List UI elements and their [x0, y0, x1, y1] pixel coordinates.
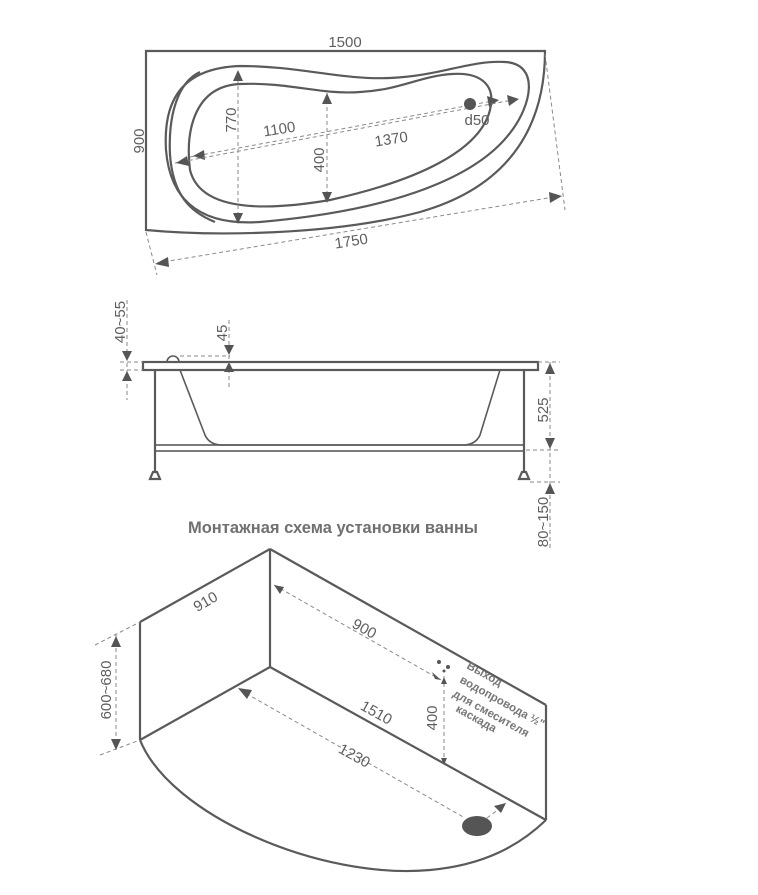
water-outlet-note: Выход водопровода ½" для смесителя каска…: [451, 660, 547, 740]
dim-side-wall: 910: [191, 588, 221, 615]
tub-rim-side: [141, 360, 540, 372]
installation-view: 910 900 400 1510 1230 600~680 Выход водо…: [94, 548, 548, 873]
dim-inner-length-short: 1100: [262, 119, 297, 141]
dim-drain-distance: 1230: [335, 741, 372, 772]
dim-rim-thickness: 40~55: [112, 301, 129, 343]
top-view: 1500 900 770 400 1100 1370 d50 1750: [131, 34, 566, 276]
tub-rim-inner-edge: [168, 70, 216, 224]
tub-outline: [144, 49, 547, 235]
water-outlet-icon: [437, 660, 441, 664]
dim-long-wall: 1510: [357, 698, 394, 729]
dim-inner-length-long: 1370: [373, 129, 409, 151]
dim-outlet-height: 400: [424, 705, 441, 730]
tub-rim: [164, 60, 530, 224]
dim-back-wall-offset: 900: [349, 616, 379, 643]
dim-diagonal: 1750: [333, 231, 369, 253]
dim-width: 1500: [328, 34, 361, 51]
dim-rim-height: 600~680: [98, 661, 115, 720]
dim-leg-height: 80~150: [535, 497, 552, 547]
drain-hole-icon: [464, 98, 476, 110]
tub-front-curve: [138, 739, 547, 873]
tub-body: [179, 369, 501, 446]
left-foot: [148, 470, 162, 481]
dim-depth: 900: [131, 128, 148, 153]
diagram-title: Монтажная схема установки ванны: [188, 519, 478, 537]
right-foot: [517, 470, 531, 481]
dim-overflow-offset: 45: [214, 325, 231, 342]
tub-basin: [187, 72, 493, 208]
side-view: 40~55 45 525 80~150: [112, 300, 560, 550]
drain-icon: [462, 816, 492, 836]
drain-label: d50: [464, 112, 489, 129]
dim-bath-height: 525: [535, 397, 552, 422]
dim-narrow-width: 400: [311, 147, 328, 172]
dim-inner-width: 770: [223, 107, 240, 132]
